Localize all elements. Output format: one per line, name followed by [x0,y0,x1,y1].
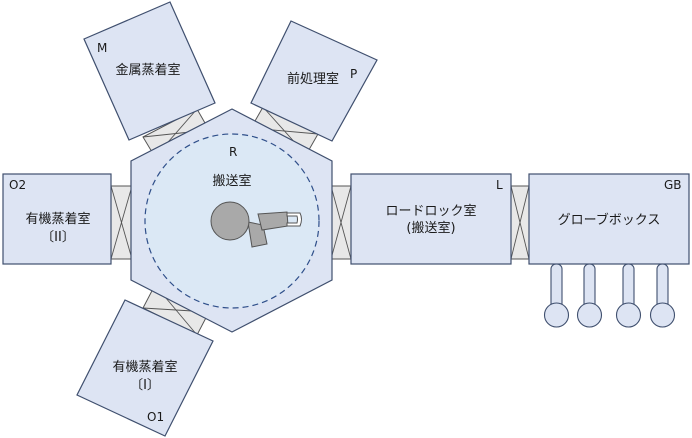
glove-icon [615,263,642,328]
transfer-robot-icon [210,201,302,248]
chamber-loadlock-tag: L [496,178,503,192]
chamber-glovebox-label: グローブボックス [558,212,661,228]
chamber-metal-tag: M [97,41,107,55]
chamber-loadlock-label: ロードロック室 [385,203,476,219]
glove-icon [576,263,603,328]
chamber-organic1-sublabel: 〔I〕 [130,378,160,393]
chamber-organic2-sublabel: 〔II〕 [41,230,75,245]
chamber-pre-label: 前処理室 [287,71,339,87]
chamber-organic1: 有機蒸着室 〔I〕 O1 [76,299,214,437]
chamber-glovebox: GB グローブボックス [528,173,690,328]
chamber-organic1-label: 有機蒸着室 [112,359,177,375]
chamber-pre-tag: P [350,67,357,81]
chamber-loadlock: L ロードロック室 (搬送室) [350,173,512,265]
chamber-transfer-label: 搬送室 [212,173,251,189]
chamber-organic2: O2 有機蒸着室 〔II〕 [2,173,112,265]
chamber-organic2-label: 有機蒸着室 [25,211,90,227]
gate-valve-organic2 [110,185,133,260]
chamber-glovebox-tag: GB [664,178,682,192]
glove-icon [543,263,570,328]
chamber-organic1-tag: O1 [147,410,164,424]
chamber-organic2-tag: O2 [9,178,26,192]
chamber-transfer: R 搬送室 [130,108,333,333]
chamber-transfer-tag: R [229,145,237,159]
chamber-loadlock-sublabel: (搬送室) [406,220,455,236]
gate-valve-glovebox [510,185,530,260]
gate-valve-loadlock [330,185,352,260]
chamber-metal: M 金属蒸着室 [83,1,216,141]
chamber-metal-label: 金属蒸着室 [115,62,180,78]
chamber-pre: P 前処理室 [250,20,378,142]
glove-icon [649,263,676,328]
